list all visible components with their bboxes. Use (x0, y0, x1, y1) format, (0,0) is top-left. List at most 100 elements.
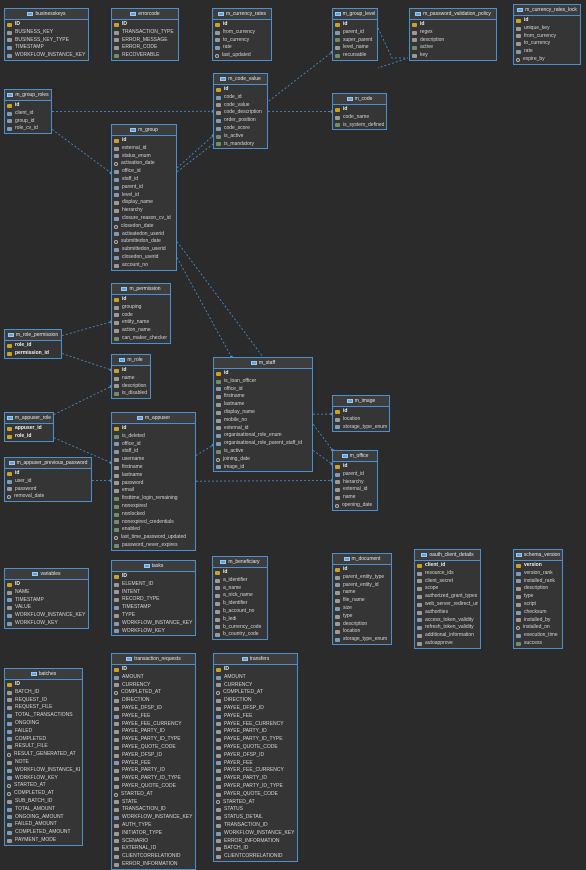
column-row[interactable]: PAYEE_FEE (216, 713, 295, 721)
column-row[interactable]: last_updated (215, 52, 269, 60)
table-header[interactable]: m_staff (214, 358, 312, 369)
table-header[interactable]: m_appuser_previous_password (5, 458, 91, 469)
column-row[interactable]: to_currency (215, 37, 269, 45)
column-row[interactable]: DIRECTION (216, 697, 295, 705)
column-row[interactable]: id (216, 86, 265, 94)
column-row[interactable]: location (335, 628, 389, 636)
column-row[interactable]: CLIENTCORRELATIONID (114, 853, 193, 861)
column-row[interactable]: ID (7, 21, 86, 29)
column-row[interactable]: email (114, 487, 193, 495)
column-row[interactable]: to_currency (516, 40, 578, 48)
column-row[interactable]: TIMESTAMP (7, 44, 86, 52)
column-row[interactable]: VALUE (7, 604, 86, 612)
table-header[interactable]: m_group_level (333, 9, 377, 20)
column-row[interactable]: BUSINESS_KEY_TYPE (7, 37, 86, 45)
column-row[interactable]: WORKFLOW_INSTANCE_KEY (114, 620, 193, 628)
column-row[interactable]: id (114, 137, 174, 145)
column-row[interactable]: id (412, 21, 494, 29)
column-row[interactable]: COMPLETED_AT (216, 689, 295, 697)
column-row[interactable]: type (335, 613, 389, 621)
column-row[interactable]: b_identifier (215, 600, 265, 608)
column-row[interactable]: authorities (417, 609, 478, 617)
column-row[interactable]: PAYEE_FEE_CURRENCY (114, 721, 193, 729)
column-row[interactable]: refresh_token_validity (417, 624, 478, 632)
column-row[interactable]: b_currency_code (215, 624, 265, 632)
column-row[interactable]: checksum (516, 609, 560, 617)
column-row[interactable]: ERROR_INFORMATION (114, 861, 193, 869)
column-row[interactable]: closedon_userid (114, 254, 174, 262)
column-row[interactable]: PAYEE_PARTY_ID (114, 728, 193, 736)
table-header[interactable]: m_code_value (214, 74, 267, 85)
column-row[interactable]: web_server_redirect_uri (417, 601, 478, 609)
column-row[interactable]: external_id (114, 145, 174, 153)
column-row[interactable]: SCENARIO (114, 838, 193, 846)
column-row[interactable]: user_id (7, 478, 89, 486)
column-row[interactable]: key (412, 52, 494, 60)
column-row[interactable]: STATUS (216, 806, 295, 814)
column-row[interactable]: b_account_no (215, 608, 265, 616)
column-row[interactable]: ID (7, 681, 80, 689)
column-row[interactable]: code_id (216, 94, 265, 102)
table-header[interactable]: transaction_requests (112, 654, 195, 665)
column-row[interactable]: code_name (335, 114, 384, 122)
column-row[interactable]: code_score (216, 125, 265, 133)
table-header[interactable]: m_group (112, 125, 176, 136)
column-row[interactable]: nonexpired (114, 503, 193, 511)
column-row[interactable]: role_cv_id (7, 125, 49, 133)
column-row[interactable]: is_active (216, 448, 310, 456)
column-row[interactable]: external_id (216, 425, 310, 433)
column-row[interactable]: username (114, 456, 193, 464)
column-row[interactable]: execution_time (516, 632, 560, 640)
column-row[interactable]: is_active (216, 133, 265, 141)
table-header[interactable]: m_appuser (112, 413, 195, 424)
column-row[interactable]: hierarchy (114, 207, 174, 215)
column-row[interactable]: is_disabled (114, 390, 148, 398)
column-row[interactable]: recursable (335, 52, 375, 60)
column-row[interactable]: firsttime_login_remaining (114, 495, 193, 503)
column-row[interactable]: location (335, 416, 387, 424)
column-row[interactable]: ERROR_CODE (114, 44, 176, 52)
column-row[interactable]: is_loan_officer (216, 378, 310, 386)
column-row[interactable]: ID (7, 581, 86, 589)
column-row[interactable]: office_id (114, 168, 174, 176)
column-row[interactable]: success (516, 640, 560, 648)
column-row[interactable]: is_mandatory (216, 141, 265, 149)
column-row[interactable]: ERROR_MESSAGE (114, 37, 176, 45)
column-row[interactable]: RESULT_GENERATED_AT (7, 751, 80, 759)
table-header[interactable]: m_image (333, 396, 389, 407)
column-row[interactable]: office_id (114, 441, 193, 449)
column-row[interactable]: action_name (114, 327, 168, 335)
table-header[interactable]: tasks (112, 561, 195, 572)
column-row[interactable]: installed_rank (516, 578, 560, 586)
column-row[interactable]: description (114, 383, 148, 391)
column-row[interactable]: autoapprove (417, 640, 478, 648)
column-row[interactable]: WORKFLOW_KEY (114, 628, 193, 636)
column-row[interactable]: storage_type_enum (335, 424, 387, 432)
table-header[interactable]: businesskeys (5, 9, 88, 20)
column-row[interactable]: status_enum (114, 153, 174, 161)
column-row[interactable]: activatedon_userid (114, 231, 174, 239)
column-row[interactable]: organisational_role_enum (216, 432, 310, 440)
column-row[interactable]: from_currency (215, 29, 269, 37)
column-row[interactable]: unique_key (516, 25, 578, 33)
column-row[interactable]: FAILED_AMOUNT (7, 821, 80, 829)
column-row[interactable]: DIRECTION (114, 697, 193, 705)
column-row[interactable]: COMPLETED (7, 736, 80, 744)
table-header[interactable]: batches (5, 669, 82, 680)
column-row[interactable]: description (412, 37, 494, 45)
column-row[interactable]: nonlocked (114, 511, 193, 519)
column-row[interactable]: closedon_date (114, 223, 174, 231)
column-row[interactable]: hierarchy (335, 479, 375, 487)
column-row[interactable]: CLIENTCORRELATIONID (216, 853, 295, 861)
column-row[interactable]: firstname (216, 393, 310, 401)
table-header[interactable]: m_code (333, 94, 386, 105)
column-row[interactable]: lastname (114, 472, 193, 480)
table-header[interactable]: m_office (333, 451, 377, 462)
